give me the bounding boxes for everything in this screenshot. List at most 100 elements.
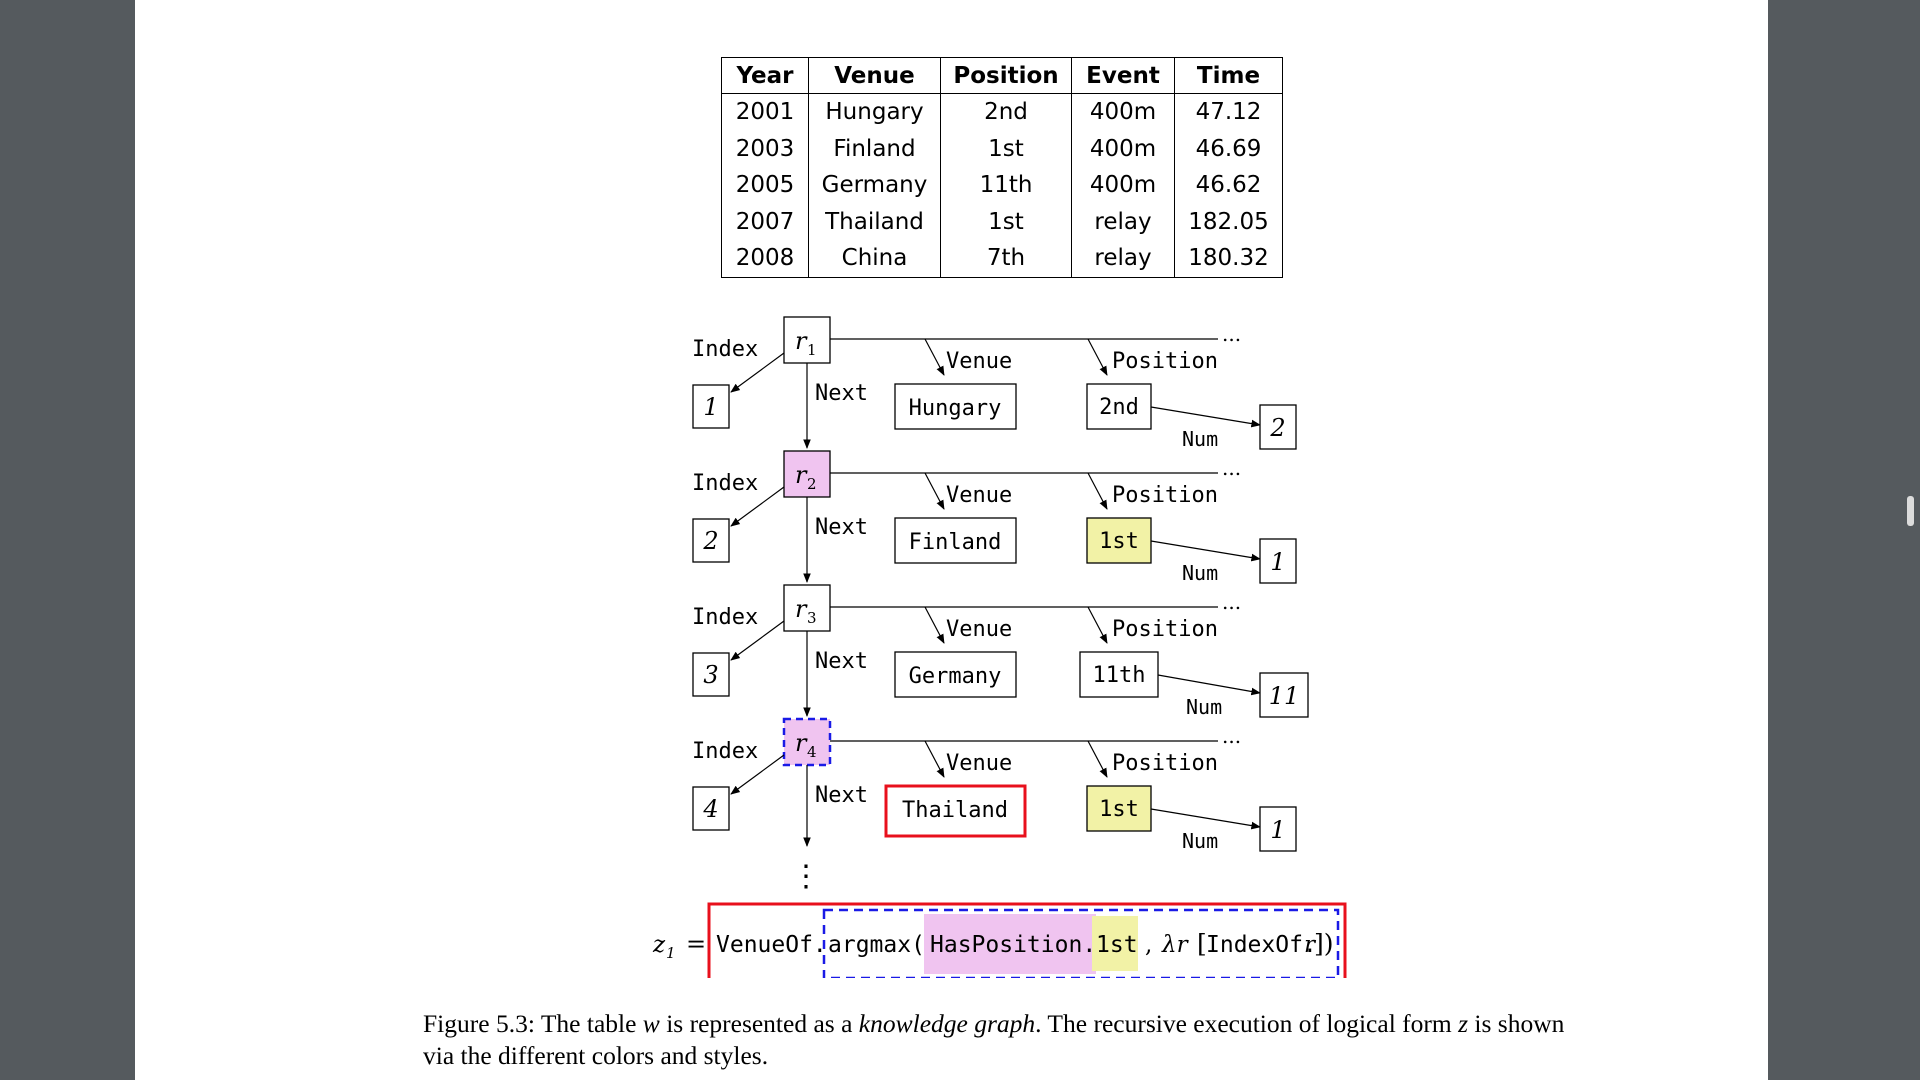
num-value: 1 bbox=[1270, 816, 1285, 844]
cell-year: 2001 bbox=[721, 93, 809, 131]
num-edge-label: Num bbox=[1182, 427, 1218, 451]
venue-edge-label: Venue bbox=[946, 751, 1012, 776]
num-edge-label: Num bbox=[1186, 695, 1222, 719]
venue-edge-label: Venue bbox=[946, 617, 1012, 642]
row-node-label: r bbox=[795, 461, 808, 489]
cell-time: 180.32 bbox=[1174, 240, 1283, 278]
num-value-box bbox=[1259, 806, 1297, 852]
col-time-header: Time bbox=[1174, 57, 1283, 94]
num-edge-arrow bbox=[1157, 674, 1261, 696]
venue-value-box bbox=[884, 784, 1027, 838]
first-highlight bbox=[1092, 916, 1138, 971]
position-value-box bbox=[1086, 785, 1152, 832]
venue-edge-arrow bbox=[924, 338, 945, 376]
formula-lambda: λr bbox=[1161, 932, 1190, 958]
num-edge-arrow bbox=[1150, 406, 1261, 428]
cell-venue: Hungary bbox=[808, 93, 941, 131]
caption-var-w: w bbox=[642, 1009, 660, 1038]
index-edge-label: Index bbox=[692, 605, 758, 630]
formula-r: r bbox=[1304, 932, 1317, 958]
venue-value-box bbox=[894, 517, 1017, 564]
cell-position: 1st bbox=[940, 203, 1072, 240]
venue-edge-label: Venue bbox=[946, 483, 1012, 508]
num-value-box bbox=[1259, 404, 1297, 450]
index-edge-label: Index bbox=[692, 739, 758, 764]
index-edge-label: Index bbox=[692, 471, 758, 496]
venue-value: Hungary bbox=[909, 396, 1002, 421]
caption-figure-label: Figure 5.3: bbox=[423, 1009, 535, 1038]
cell-event: 400m bbox=[1071, 93, 1175, 131]
formula-hasposition: HasPosition. bbox=[930, 932, 1096, 958]
venue-edge-label: Venue bbox=[946, 349, 1012, 374]
logical-form: z 1 = VenueOf. argmax( HasPosition. 1st … bbox=[650, 902, 1350, 986]
index-value: 2 bbox=[702, 527, 718, 555]
scrollbar-track[interactable] bbox=[1900, 0, 1920, 1080]
cell-time: 46.62 bbox=[1174, 167, 1283, 204]
position-edge-label: Position bbox=[1112, 349, 1218, 374]
cell-position: 11th bbox=[940, 167, 1072, 204]
table-row: 2001 Hungary 2nd 400m 47.12 bbox=[721, 93, 1283, 131]
formula-venueof: VenueOf. bbox=[716, 932, 827, 958]
row-ellipsis: ... bbox=[1222, 322, 1241, 346]
row-node-sub: 4 bbox=[807, 743, 817, 761]
index-value-box bbox=[692, 384, 730, 429]
formula-indexof: IndexOf. bbox=[1206, 932, 1317, 958]
position-edge-arrow bbox=[1087, 740, 1108, 778]
position-edge-label: Position bbox=[1112, 617, 1218, 642]
num-value: 1 bbox=[1270, 548, 1285, 576]
cell-position: 1st bbox=[940, 130, 1072, 167]
next-edge-label: Next bbox=[815, 649, 868, 674]
table-row: 2003 Finland 1st 400m 46.69 bbox=[721, 130, 1283, 167]
index-edge-arrow bbox=[730, 754, 785, 795]
venue-edge-arrow bbox=[924, 606, 945, 644]
figure-caption: Figure 5.3: The table w is represented a… bbox=[423, 1008, 1583, 1072]
row-node-label: r bbox=[795, 327, 808, 355]
index-value: 3 bbox=[703, 661, 718, 689]
num-edge-label: Num bbox=[1182, 561, 1218, 585]
row-node-sub: 1 bbox=[807, 341, 817, 359]
row-ellipsis: ... bbox=[1222, 456, 1241, 480]
cell-year: 2005 bbox=[721, 167, 809, 204]
position-value-box bbox=[1086, 517, 1152, 564]
cell-position: 7th bbox=[940, 240, 1072, 278]
venue-value: Germany bbox=[909, 664, 1002, 689]
results-table: Year Venue Position Event Time 2001 Hung… bbox=[721, 57, 1283, 278]
num-edge-label: Num bbox=[1182, 829, 1218, 853]
next-edge-label: Next bbox=[815, 515, 868, 540]
position-value-box bbox=[1079, 651, 1159, 698]
venue-edge-arrow bbox=[924, 740, 945, 778]
formula-lhs-sub: 1 bbox=[666, 944, 676, 962]
caption-var-z: z bbox=[1458, 1009, 1469, 1038]
row-ellipsis: ... bbox=[1222, 590, 1241, 614]
formula-comma: , bbox=[1145, 932, 1152, 958]
graph-vdots: ⋮ bbox=[791, 859, 821, 894]
position-value-box bbox=[1086, 383, 1152, 430]
num-value-box bbox=[1259, 538, 1297, 584]
index-edge-label: Index bbox=[692, 337, 758, 362]
venue-value: Finland bbox=[909, 530, 1002, 555]
caption-text-2: is represented as a bbox=[666, 1009, 853, 1038]
scrollbar-thumb[interactable] bbox=[1907, 496, 1914, 526]
index-value: 1 bbox=[703, 393, 718, 421]
caption-text-3: . The recursive execution of logical for… bbox=[1035, 1009, 1452, 1038]
index-edge-arrow bbox=[730, 620, 785, 661]
index-edge-arrow bbox=[730, 486, 785, 527]
next-edge-label: Next bbox=[815, 381, 868, 406]
table-row: 2008 China 7th relay 180.32 bbox=[721, 240, 1283, 278]
num-value-box bbox=[1259, 672, 1309, 718]
index-value: 4 bbox=[702, 795, 718, 823]
position-value: 1st bbox=[1099, 797, 1139, 822]
venue-edge-arrow bbox=[924, 472, 945, 510]
col-year-header: Year bbox=[721, 57, 809, 94]
num-edge-arrow bbox=[1150, 540, 1261, 562]
index-value-box bbox=[692, 518, 730, 563]
num-edge-arrow bbox=[1150, 808, 1261, 830]
venue-value: Thailand bbox=[902, 798, 1008, 823]
cell-time: 46.69 bbox=[1174, 130, 1283, 167]
col-event-header: Event bbox=[1071, 57, 1175, 94]
table-header-row: Year Venue Position Event Time bbox=[721, 57, 1283, 94]
cell-position: 2nd bbox=[940, 93, 1072, 131]
index-value-box bbox=[692, 786, 730, 831]
row-ellipsis: ... bbox=[1222, 724, 1241, 748]
col-venue-header: Venue bbox=[808, 57, 941, 94]
